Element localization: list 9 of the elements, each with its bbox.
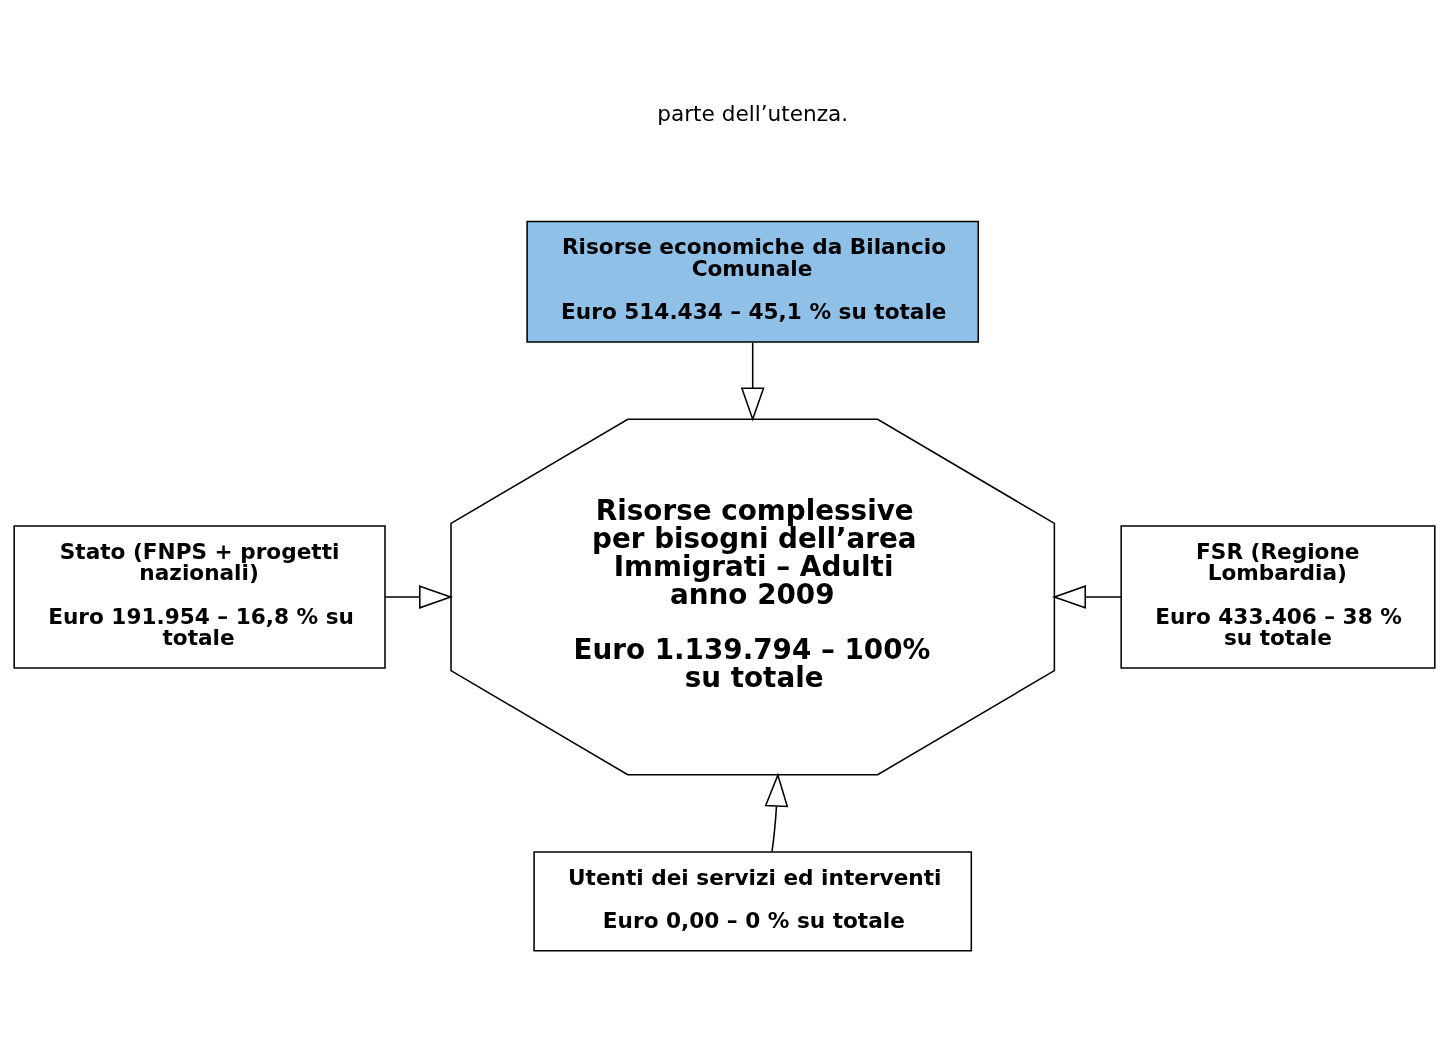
- label: parte dell’utenza.: [657, 100, 849, 126]
- arrow: [384, 584, 453, 609]
- node-box: Utenti dei servizi ed interventi Euro 0,00 – 0 % su totale: [533, 850, 973, 952]
- arrow: [1052, 584, 1122, 609]
- arrow: [740, 341, 765, 422]
- node-box: Stato (FNPS + progetti nazionali) Euro 191.954 – 16,8 % su totale: [13, 524, 386, 669]
- arrow: [764, 772, 789, 852]
- node-box: Risorse economiche da Bilancio Comunale Euro 514.434 – 45,1 % su totale: [526, 220, 980, 343]
- node-box: FSR (Regione Lombardia) Euro 433.406 – 38 % su totale: [1120, 524, 1436, 669]
